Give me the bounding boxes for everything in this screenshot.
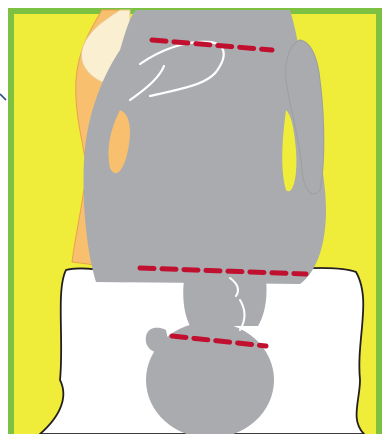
pointer-mark [0, 94, 6, 100]
neck-shape [183, 280, 266, 326]
